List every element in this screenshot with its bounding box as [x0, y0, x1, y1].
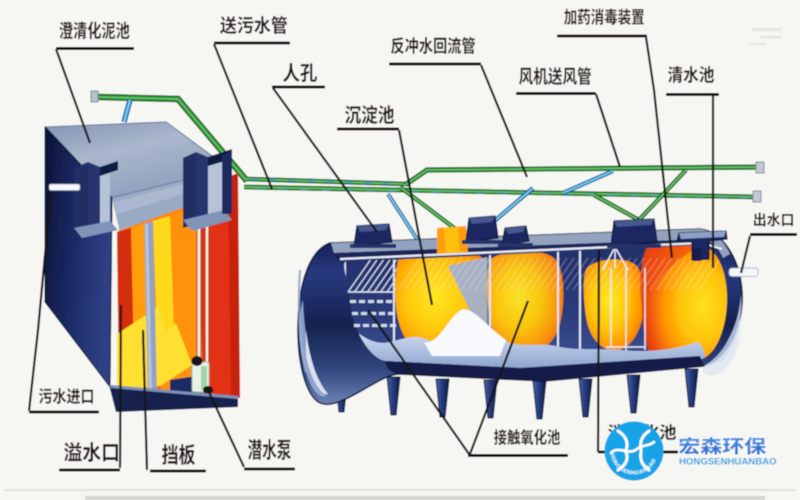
svg-text:HONGSENHUANBAO: HONGSENHUANBAO	[679, 457, 777, 468]
